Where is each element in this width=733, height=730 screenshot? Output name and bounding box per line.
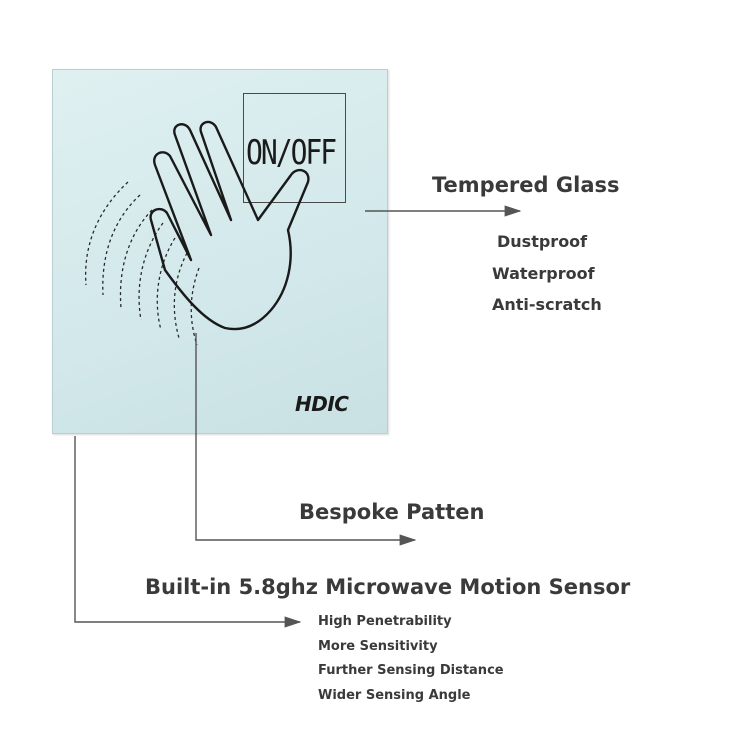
tempered-glass-title: Tempered Glass (432, 173, 620, 197)
onoff-label: ON/OFF (246, 133, 337, 173)
sensor-title: Built-in 5.8ghz Microwave Motion Sensor (145, 575, 631, 599)
feature-more-sensitivity: More Sensitivity (318, 639, 438, 654)
feature-anti-scratch: Anti-scratch (492, 295, 602, 314)
feature-dustproof: Dustproof (497, 232, 588, 251)
feature-high-penetrability: High Penetrability (318, 614, 452, 629)
brand-logo: HDIC (295, 392, 349, 416)
bespoke-pattern-title: Bespoke Patten (299, 500, 485, 524)
glass-switch-panel: ON/OFF HDIC (52, 69, 388, 434)
onoff-frame (243, 93, 346, 203)
feature-wider-angle: Wider Sensing Angle (318, 688, 471, 703)
feature-further-distance: Further Sensing Distance (318, 663, 504, 678)
hand-wave-icon (84, 120, 310, 346)
feature-waterproof: Waterproof (492, 264, 595, 283)
